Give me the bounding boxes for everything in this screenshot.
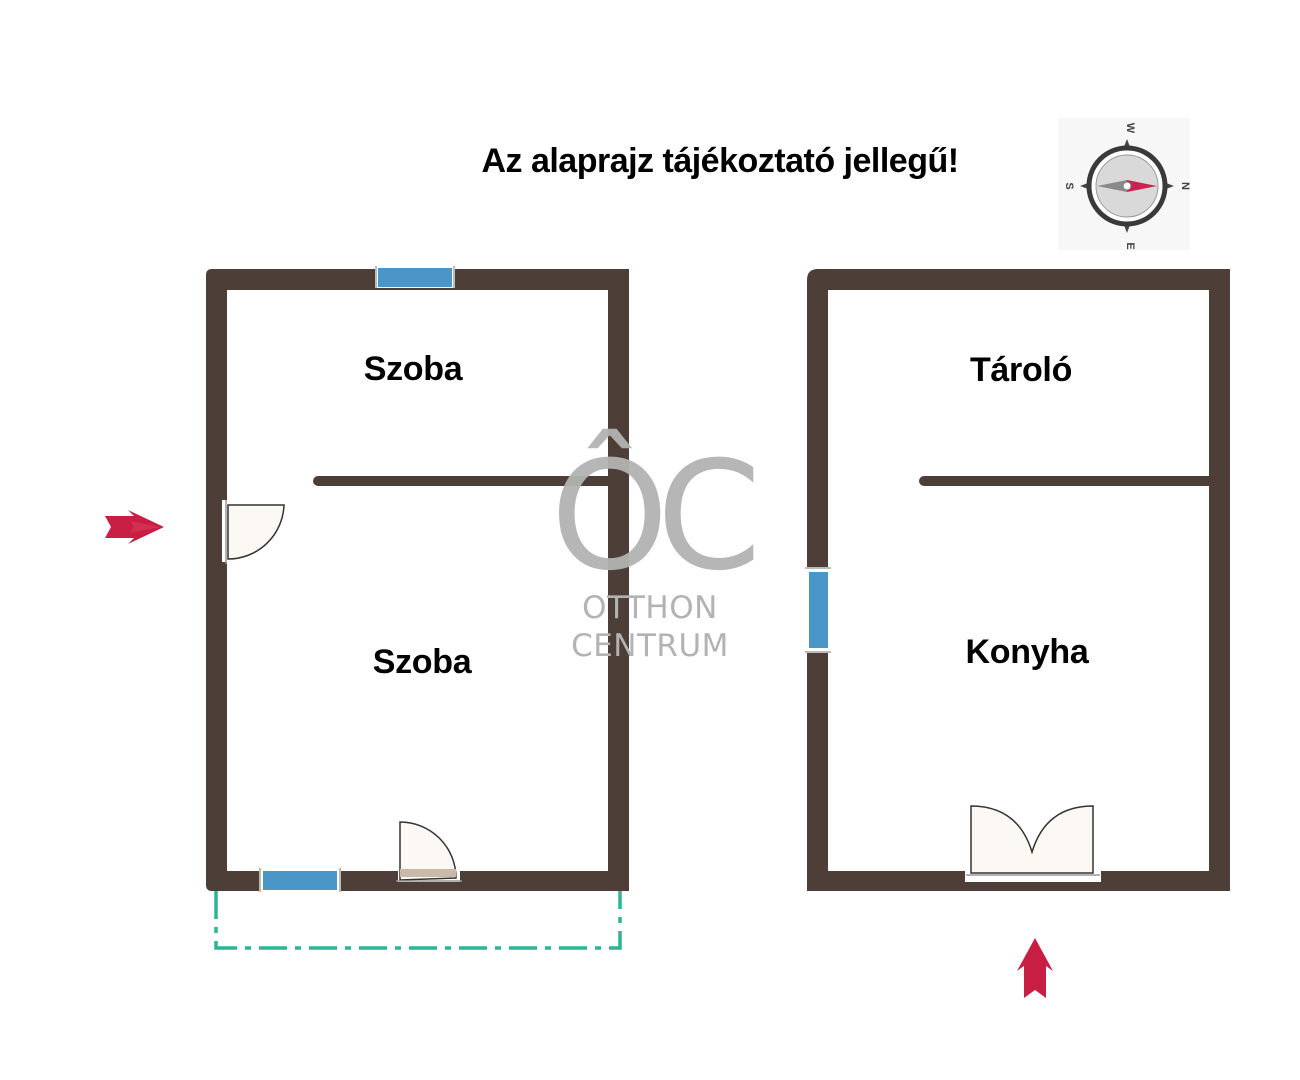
left-entry-door <box>222 500 285 564</box>
left-bottom-door <box>396 821 462 882</box>
right-building <box>805 269 1230 891</box>
left-bottom-window <box>259 868 341 892</box>
compass-rose: W E S N <box>1058 118 1191 250</box>
right-double-door <box>965 805 1101 882</box>
compass-label-west: W <box>1124 123 1136 134</box>
terrace-outline <box>214 891 622 950</box>
left-building <box>206 266 629 950</box>
compass-label-south: S <box>1063 182 1075 189</box>
room-label-right-bottom: Konyha <box>965 633 1089 671</box>
compass-label-east: E <box>1124 242 1136 249</box>
right-side-window <box>805 567 831 653</box>
room-label-left-bottom: Szoba <box>372 643 472 681</box>
watermark-line-2: CENTRUM <box>571 628 729 664</box>
watermark-line-1: OTTHON <box>582 590 718 626</box>
left-top-window <box>375 266 455 288</box>
entry-arrow-left <box>105 510 164 544</box>
compass-label-north: N <box>1179 182 1191 190</box>
disclaimer-notice: Az alaprajz tájékoztató jellegű! <box>481 142 959 180</box>
entry-arrow-bottom <box>1017 938 1053 998</box>
room-label-left-top: Szoba <box>363 350 463 388</box>
watermark-logo: ÔC <box>551 428 766 604</box>
room-label-right-top: Tároló <box>969 351 1073 389</box>
watermark-monogram: ÔC <box>551 428 754 604</box>
